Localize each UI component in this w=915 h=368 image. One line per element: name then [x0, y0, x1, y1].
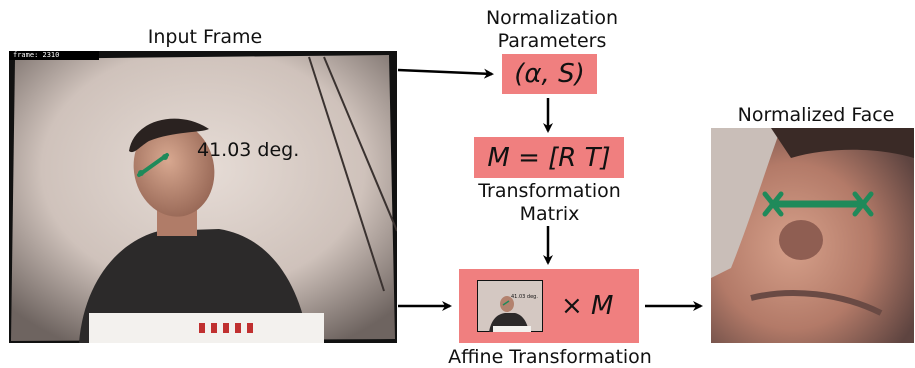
matrix-box: M = [R T]	[474, 137, 624, 178]
affine-operator: × M	[561, 291, 614, 321]
normalized-face-image	[711, 128, 914, 343]
params-title-line1: Normalization	[485, 7, 619, 29]
input-thumbnail: 41.03 deg.	[477, 280, 543, 332]
normalized-face-title: Normalized Face	[737, 104, 895, 126]
matrix-caption-line1: Transformation	[478, 180, 621, 202]
arrow-frame-to-params	[397, 68, 494, 79]
affine-caption: Affine Transformation	[448, 346, 652, 368]
angle-annotation: 41.03 deg.	[197, 139, 300, 161]
input-frame-title: Input Frame	[147, 26, 263, 48]
frame-counter: frame: 2310	[13, 51, 60, 59]
matrix-caption-line2: Matrix	[519, 203, 580, 225]
affine-box: 41.03 deg. × M	[459, 269, 639, 343]
params-title-line2: Parameters	[497, 30, 607, 52]
input-frame-image: frame: 2310 41.03 deg.	[9, 51, 397, 343]
thumbnail-angle-annotation: 41.03 deg.	[511, 294, 538, 300]
params-box: (α, S)	[502, 54, 597, 94]
